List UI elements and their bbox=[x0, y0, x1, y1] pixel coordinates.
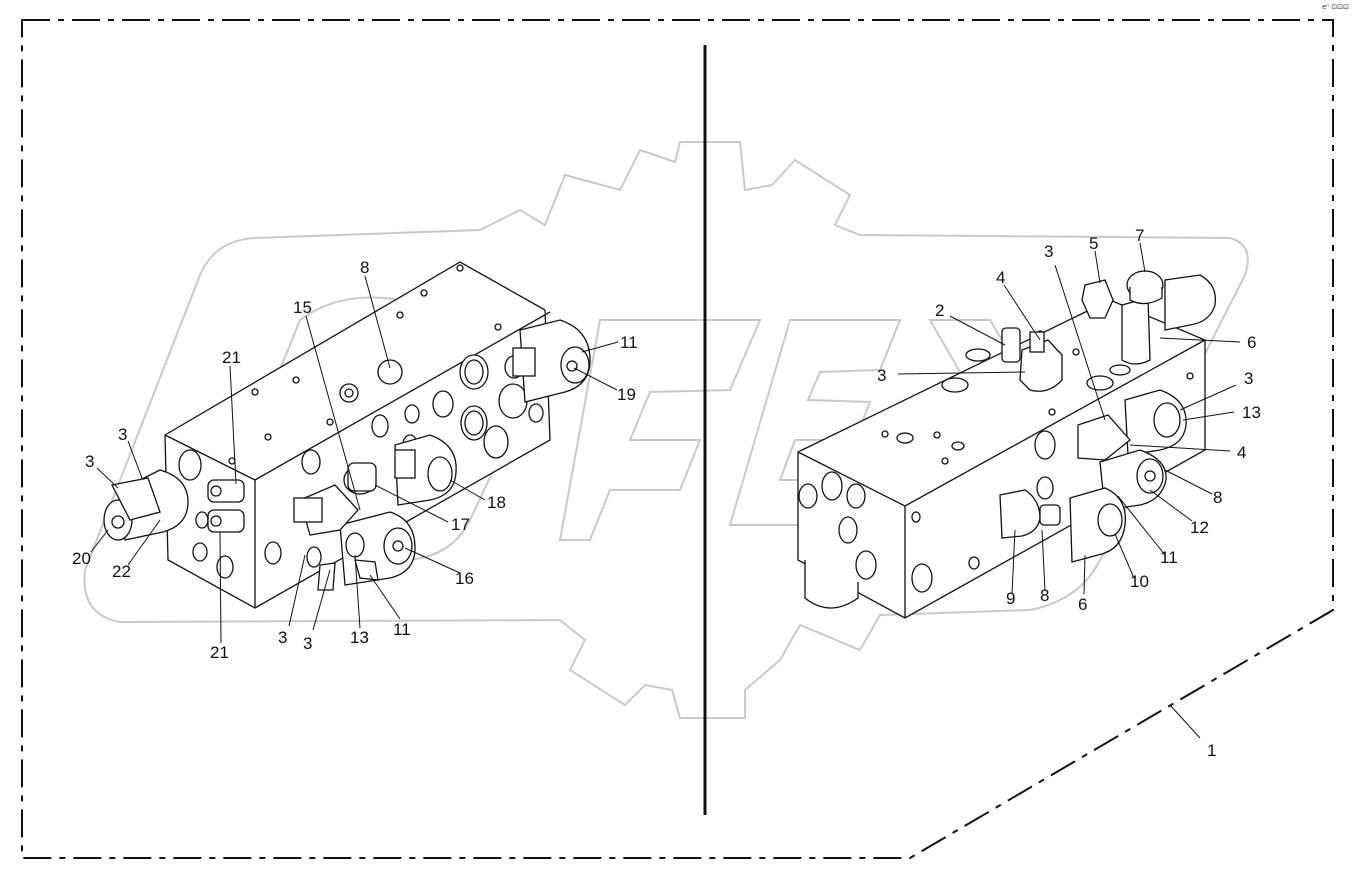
callout-6: 6 bbox=[1078, 595, 1087, 614]
callout-3: 3 bbox=[303, 634, 312, 653]
callout-2: 2 bbox=[935, 301, 944, 320]
callout-9: 9 bbox=[1006, 589, 1015, 608]
callout-11: 11 bbox=[1160, 548, 1178, 567]
callout-8: 8 bbox=[360, 258, 369, 277]
callout-13: 13 bbox=[1242, 403, 1261, 422]
callout-16: 16 bbox=[455, 569, 474, 588]
callout-3: 3 bbox=[278, 628, 287, 647]
callout-8: 8 bbox=[1040, 586, 1049, 605]
callout-11: 11 bbox=[393, 620, 411, 639]
callout-19: 19 bbox=[617, 385, 636, 404]
callout-4: 4 bbox=[996, 268, 1005, 287]
callout-18: 18 bbox=[487, 493, 506, 512]
callout-13: 13 bbox=[350, 628, 369, 647]
callout-11: 11 bbox=[620, 333, 638, 352]
callout-20: 20 bbox=[72, 549, 91, 568]
callout-10: 10 bbox=[1130, 572, 1149, 591]
leader-lines bbox=[90, 242, 1241, 739]
corner-mark: eⁿ ⊡⊡⊡ bbox=[1322, 3, 1349, 11]
callout-15: 15 bbox=[293, 298, 312, 317]
callout-4: 4 bbox=[1237, 443, 1246, 462]
callout-3: 3 bbox=[85, 452, 94, 471]
left-callouts: 8 15 11 19 21 3 3 20 22 18 17 16 21 3 3 … bbox=[72, 258, 638, 662]
right-callouts: 5 7 4 3 2 6 3 3 13 4 8 12 11 10 6 8 9 bbox=[877, 226, 1261, 614]
callout-3: 3 bbox=[1244, 369, 1253, 388]
callout-assembly-1: 1 bbox=[1207, 741, 1216, 760]
callout-17: 17 bbox=[451, 515, 470, 534]
callout-22: 22 bbox=[112, 562, 131, 581]
callout-6: 6 bbox=[1247, 333, 1256, 352]
callout-5: 5 bbox=[1089, 234, 1098, 253]
callout-3: 3 bbox=[1044, 242, 1053, 261]
callout-7: 7 bbox=[1135, 226, 1144, 245]
callout-3: 3 bbox=[118, 425, 127, 444]
callout-8: 8 bbox=[1213, 488, 1222, 507]
left-valve-block bbox=[103, 261, 591, 609]
callout-12: 12 bbox=[1190, 518, 1209, 537]
callout-3: 3 bbox=[877, 366, 886, 385]
callout-21: 21 bbox=[210, 643, 229, 662]
callout-21: 21 bbox=[222, 348, 241, 367]
kit-boundary bbox=[21, 19, 1334, 859]
right-valve-block bbox=[797, 270, 1217, 619]
